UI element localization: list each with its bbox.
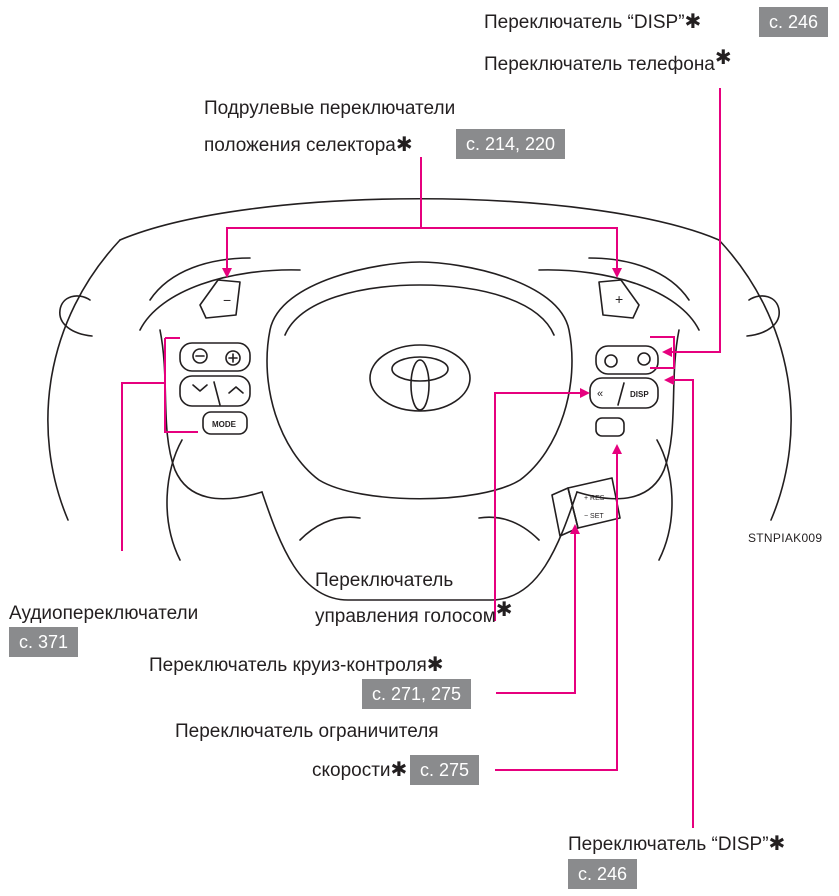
paddle-left <box>200 280 240 318</box>
speed-limiter-label-line1: Переключатель ограничителя <box>175 720 439 744</box>
cruise-control-page-ref: с. 271, 275 <box>362 679 471 709</box>
cruise-control-label: Переключатель круиз-контроля✱ <box>149 653 444 678</box>
paddle-plus-mark: + <box>615 291 623 307</box>
asterisk-icon: ✱ <box>396 134 413 156</box>
phone-switch-label: Переключатель телефона✱ <box>484 52 732 77</box>
voice-switch-label-line2: управления голосом✱ <box>315 604 513 629</box>
voice-switch-label-line1: Переключатель <box>315 569 453 593</box>
asterisk-icon: ✱ <box>391 759 408 781</box>
mode-button-label: MODE <box>212 420 237 429</box>
speed-limiter-button <box>596 418 624 436</box>
asterisk-icon: ✱ <box>769 833 786 855</box>
seek-down-icon <box>193 385 207 391</box>
asterisk-icon: ✱ <box>685 11 702 33</box>
audio-switches-label: Аудиопереключатели <box>9 602 198 626</box>
leader-paddles <box>227 157 421 272</box>
image-code: STNPIAK009 <box>748 531 822 545</box>
cruise-set-label: − SET <box>584 513 604 520</box>
leader-audio <box>122 383 165 551</box>
disp-top-page-ref: с. 246 <box>759 7 828 37</box>
disp-switch-label-top: Переключатель “DISP”✱ <box>484 10 701 35</box>
speed-limiter-page-ref: с. 275 <box>410 755 479 785</box>
asterisk-icon: ✱ <box>715 47 732 69</box>
seek-up-icon <box>229 387 243 393</box>
disp-switch-label-bottom: Переключатель “DISP”✱ <box>568 832 785 857</box>
paddle-shift-label-line1: Подрулевые переключатели <box>204 97 455 121</box>
cruise-res-label: + RES <box>584 495 605 502</box>
phone-offhook-icon <box>638 353 650 365</box>
leader-disp <box>670 380 693 828</box>
disp-bottom-page-ref: с. 246 <box>568 859 637 889</box>
toyota-logo <box>370 345 470 411</box>
paddle-shift-label-line2: положения селектора✱ <box>204 133 413 158</box>
phone-onhook-icon <box>605 355 617 367</box>
wheel-rim-left <box>48 240 120 520</box>
speed-limiter-label-line2: скорости✱ <box>312 758 407 783</box>
wheel-rim-top <box>120 199 719 240</box>
paddle-minus-mark: − <box>223 292 231 308</box>
asterisk-icon: ✱ <box>427 654 444 676</box>
leader-voice <box>495 393 583 621</box>
audio-page-ref: с. 371 <box>9 627 78 657</box>
leader-phone <box>668 88 720 352</box>
asterisk-icon: ✱ <box>496 599 513 621</box>
wheel-rim-right <box>719 240 791 520</box>
voice-icon: « <box>597 388 603 400</box>
paddle-shift-page-ref: с. 214, 220 <box>456 129 565 159</box>
disp-button-label: DISP <box>630 390 649 399</box>
